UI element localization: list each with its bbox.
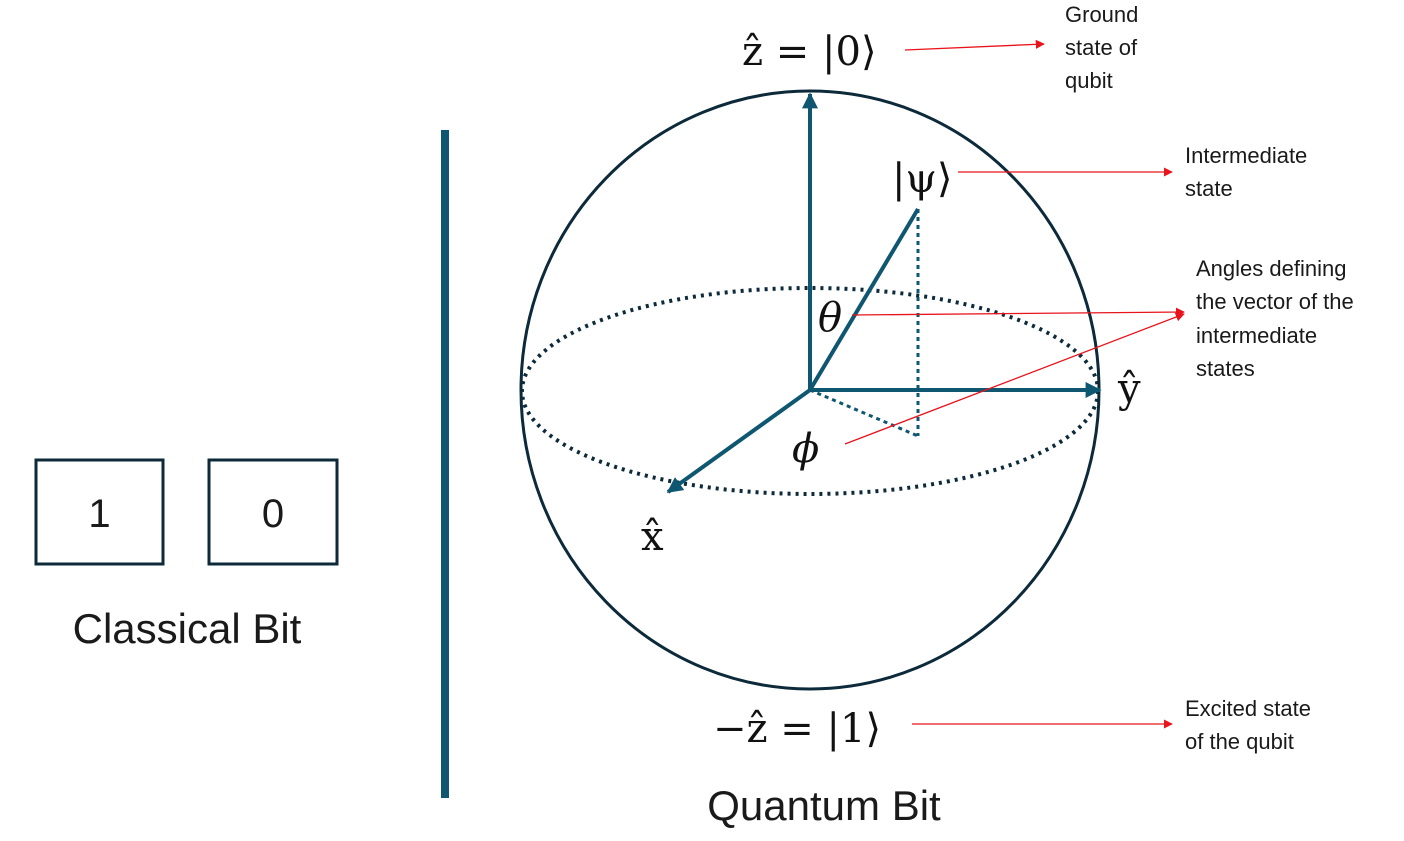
angles-line-1: Angles defining [1196,256,1346,281]
x-axis-label: x̂ [641,514,664,560]
excited-line-2: of the qubit [1185,729,1294,754]
classical-bit-group: 1 0 Classical Bit [34,458,339,652]
bit-value-1: 1 [88,492,110,536]
theta-label: θ [818,295,842,341]
psi-equatorial-projection [809,388,919,438]
annotation-arrows [844,39,1185,729]
x-axis-arrow [666,388,812,494]
angles-annotation: Angles defining the vector of the interm… [1196,256,1360,381]
theta-annotation-arrow [851,307,1185,317]
ground-line-1: Ground [1065,2,1138,27]
ground-line-3: qubit [1065,68,1113,93]
angles-line-2: the vector of the [1196,289,1354,314]
intermediate-state-annotation: Intermediate state [1185,143,1313,201]
psi-state-vector [808,207,920,392]
bit-box-0 [207,458,339,566]
intermediate-line-1: Intermediate [1185,143,1307,168]
bit-box-1 [34,458,165,566]
phi-label: ϕ [792,426,819,472]
psi-label: |ψ⟩ [892,156,952,202]
phi-annotation-arrow [844,312,1185,445]
angles-line-3: intermediate [1196,323,1317,348]
z-bottom-label: −ẑ = |1⟩ [713,706,881,752]
excited-state-annotation: Excited state of the qubit [1185,696,1317,754]
excited-line-1: Excited state [1185,696,1311,721]
angles-line-4: states [1196,356,1255,381]
classical-bit-caption: Classical Bit [73,605,302,652]
y-axis-label: ŷ [1117,366,1141,412]
ground-state-annotation: Ground state of qubit [1065,2,1145,93]
z-top-label: ẑ = |0⟩ [742,29,877,75]
ground-annotation-arrow [904,39,1045,51]
quantum-bit-caption: Quantum Bit [707,782,941,829]
ground-line-2: state of [1065,35,1138,60]
bit-value-0: 0 [262,492,284,536]
bloch-sphere [519,89,1102,691]
intermediate-line-2: state [1185,176,1233,201]
